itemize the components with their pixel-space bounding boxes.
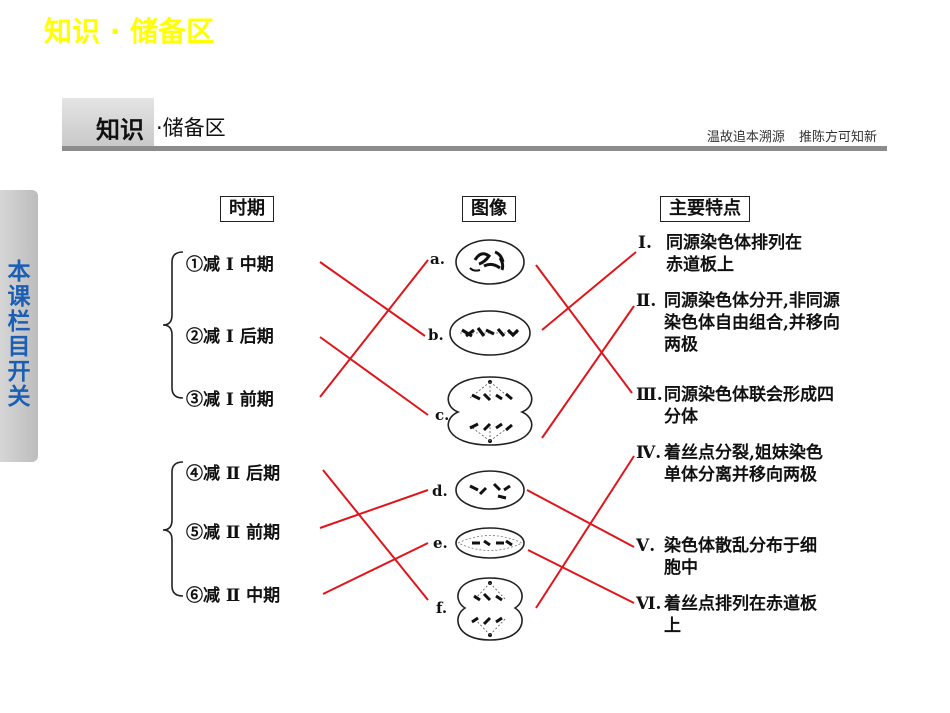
period-item: ⑥减 Ⅱ 中期 bbox=[186, 586, 281, 606]
connector-e-f6 bbox=[527, 549, 635, 604]
feature-item: Ⅴ. 染色体散乱分布于细胞中 bbox=[636, 535, 832, 579]
period-item: ③减 Ⅰ 前期 bbox=[186, 390, 274, 410]
connector-lines bbox=[319, 251, 637, 609]
image-label: d. bbox=[432, 482, 448, 500]
cell-image-e bbox=[455, 527, 525, 559]
header-slogan: 温故追本溯源 推陈方可知新 bbox=[706, 130, 877, 145]
course-menu-toggle[interactable]: 本课栏目开关 bbox=[0, 190, 38, 462]
feature-item: Ⅲ. 同源染色体联会形成四分体 bbox=[636, 384, 842, 428]
image-label: e. bbox=[433, 534, 448, 552]
feature-item: Ⅳ. 着丝点分裂,姐妹染色单体分离并移向两极 bbox=[636, 442, 836, 486]
feature-text: 同源染色体排列在赤道板上 bbox=[666, 233, 802, 275]
connector-p4-f bbox=[322, 469, 429, 601]
brace-meiosis-1 bbox=[162, 251, 184, 399]
column-header-feature: 主要特点 bbox=[660, 196, 750, 222]
cell-image-f bbox=[457, 577, 523, 641]
cell-image-d bbox=[455, 470, 525, 510]
feature-text: 染色体散乱分布于细胞中 bbox=[664, 536, 817, 578]
period-item: ④减 Ⅱ 后期 bbox=[186, 464, 281, 484]
feature-number: Ⅳ. bbox=[636, 443, 662, 463]
connector-f-f4 bbox=[535, 455, 635, 609]
header-tab-shade bbox=[62, 98, 154, 148]
connector-c-f2 bbox=[541, 305, 635, 439]
feature-text: 着丝点分裂,姐妹染色单体分离并移向两极 bbox=[664, 443, 823, 485]
period-item: ②减 Ⅰ 后期 bbox=[186, 327, 274, 347]
image-label: f. bbox=[436, 599, 448, 617]
feature-item: Ⅱ. 同源染色体分开,非同源染色体自由组合,并移向两极 bbox=[636, 290, 842, 356]
connector-p3-a bbox=[319, 259, 429, 398]
cell-image-b bbox=[449, 310, 531, 356]
connector-a-f3 bbox=[535, 264, 633, 394]
feature-number: Ⅵ. bbox=[636, 594, 662, 614]
feature-text: 同源染色体联会形成四分体 bbox=[664, 385, 834, 427]
slide-title: 知识 · 储备区 bbox=[44, 15, 215, 48]
cell-image-c bbox=[447, 376, 533, 446]
feature-text: 着丝点排列在赤道板上 bbox=[664, 594, 817, 636]
connector-p5-d bbox=[319, 489, 429, 529]
feature-number: Ⅲ. bbox=[636, 385, 663, 405]
feature-item: Ⅰ. 同源染色体排列在赤道板上 bbox=[638, 232, 814, 276]
column-header-image: 图像 bbox=[462, 196, 516, 222]
section-header: 知识 ·储备区 温故追本溯源 推陈方可知新 bbox=[62, 98, 887, 151]
image-label: a. bbox=[430, 250, 445, 268]
feature-text: 同源染色体分开,非同源染色体自由组合,并移向两极 bbox=[664, 291, 840, 355]
connector-p1-b bbox=[319, 261, 426, 337]
header-divider bbox=[62, 146, 887, 151]
feature-number: Ⅴ. bbox=[636, 536, 656, 556]
image-label: c. bbox=[435, 406, 450, 424]
course-menu-toggle-label: 本课栏目开关 bbox=[7, 259, 31, 410]
header-title-sub: ·储备区 bbox=[156, 116, 226, 140]
brace-meiosis-2 bbox=[162, 461, 184, 597]
feature-item: Ⅵ. 着丝点排列在赤道板上 bbox=[636, 593, 832, 637]
connector-p6-e bbox=[322, 542, 429, 595]
connector-b-f1 bbox=[541, 251, 637, 331]
connector-p2-c bbox=[319, 336, 429, 416]
cell-image-a bbox=[455, 239, 525, 285]
column-header-period: 时期 bbox=[220, 196, 274, 222]
image-label: b. bbox=[428, 326, 444, 344]
header-title-main: 知识 bbox=[96, 116, 144, 144]
connector-d-f5 bbox=[526, 489, 635, 548]
period-item: ⑤减 Ⅱ 前期 bbox=[186, 523, 281, 543]
feature-number: Ⅰ. bbox=[638, 233, 652, 253]
period-item: ①减 Ⅰ 中期 bbox=[186, 255, 274, 275]
feature-number: Ⅱ. bbox=[636, 291, 657, 311]
